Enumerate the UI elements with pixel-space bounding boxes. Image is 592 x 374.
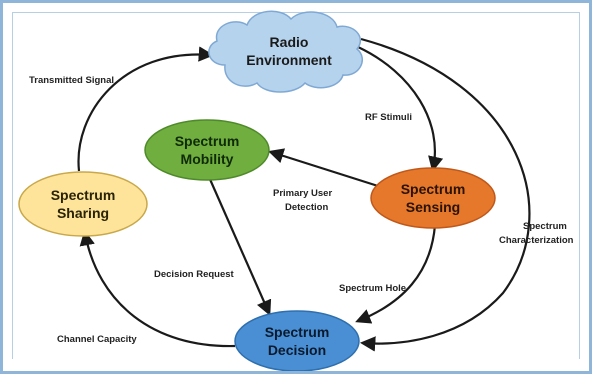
node-spectrum-mobility: Spectrum Mobility	[144, 119, 270, 181]
radio-environment-line1: Radio	[270, 34, 309, 50]
radio-environment-line2: Environment	[246, 52, 332, 68]
spectrum-sharing-line1: Spectrum	[51, 187, 116, 203]
edge-primary-user-detection	[268, 148, 379, 188]
edge-decision-request	[207, 176, 272, 316]
edge-rf-stimuli	[357, 46, 444, 173]
edge-spectrum-hole	[355, 224, 437, 324]
label-primary-user-line2: Detection	[285, 202, 328, 213]
label-spectrum-hole: Spectrum Hole	[339, 283, 406, 294]
spectrum-sensing-line2: Sensing	[406, 199, 460, 215]
label-primary-user-line1: Primary User	[273, 188, 332, 199]
node-radio-environment: Radio Environment	[208, 10, 363, 93]
label-rf-stimuli: RF Stimuli	[365, 112, 412, 123]
edge-spectrum-characterization	[359, 37, 531, 352]
node-spectrum-sharing: Spectrum Sharing	[18, 171, 148, 237]
spectrum-decision-line1: Spectrum	[265, 324, 330, 340]
label-characterization-line1: Spectrum	[523, 221, 567, 232]
label-transmitted-signal: Transmitted Signal	[29, 75, 114, 86]
spectrum-sharing-line2: Sharing	[57, 205, 109, 221]
label-channel-capacity: Channel Capacity	[57, 334, 137, 345]
node-spectrum-decision: Spectrum Decision	[234, 310, 360, 371]
spectrum-sensing-line1: Spectrum	[401, 181, 466, 197]
spectrum-mobility-line2: Mobility	[181, 151, 234, 167]
label-decision-request: Decision Request	[154, 269, 235, 280]
cognitive-cycle-diagram: Radio Environment Spectrum Mobility Spec…	[18, 10, 574, 371]
edge-transmitted-signal	[77, 46, 215, 172]
spectrum-mobility-line1: Spectrum	[175, 133, 240, 149]
edge-channel-capacity	[79, 229, 236, 348]
label-characterization-line2: Characterization	[499, 235, 574, 246]
spectrum-decision-line2: Decision	[268, 342, 326, 358]
node-spectrum-sensing: Spectrum Sensing	[370, 167, 496, 229]
inner-border	[12, 12, 580, 359]
